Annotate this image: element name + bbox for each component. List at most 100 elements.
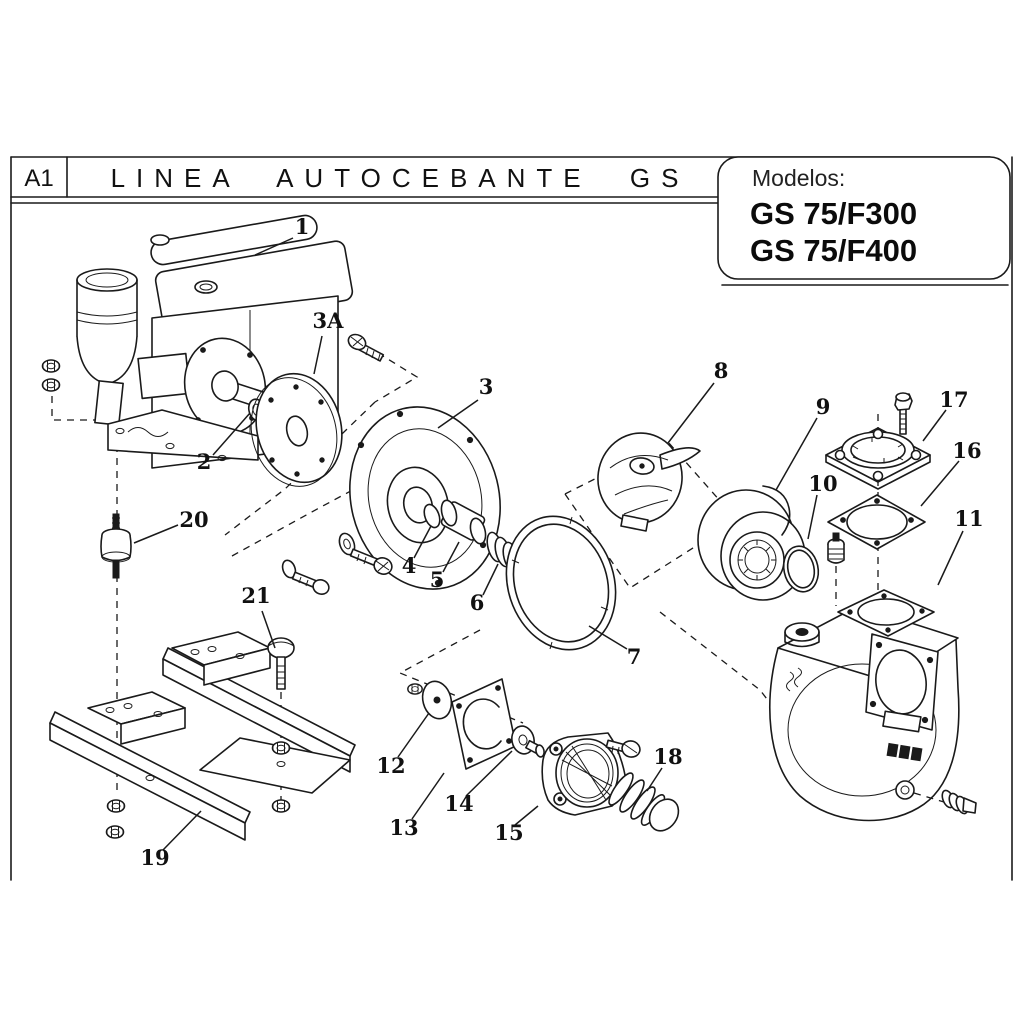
callout-17: 17 bbox=[922, 387, 969, 442]
callout-1: 1 bbox=[254, 214, 310, 256]
part-1-engine bbox=[76, 214, 354, 469]
part-4-oring bbox=[423, 503, 441, 529]
leader-line bbox=[646, 767, 663, 792]
part-number-label: 2 bbox=[197, 449, 212, 474]
sheet-frame bbox=[10, 156, 1013, 881]
callout-5: 5 bbox=[430, 541, 460, 592]
callout-14: 14 bbox=[444, 750, 513, 816]
leader-line bbox=[442, 541, 460, 573]
part-number-label: 12 bbox=[376, 753, 405, 778]
part-number-label: 8 bbox=[714, 358, 729, 383]
callout-16: 16 bbox=[920, 438, 982, 507]
part-number-label: 21 bbox=[241, 583, 270, 608]
callout-18: 18 bbox=[646, 744, 683, 792]
leader-line bbox=[775, 417, 818, 491]
callout-21: 21 bbox=[241, 583, 276, 649]
part-number-label: 10 bbox=[808, 471, 837, 496]
part-number-label: 6 bbox=[470, 590, 485, 615]
part-3-bracket-flange bbox=[349, 406, 501, 590]
part-number-label: 15 bbox=[494, 820, 523, 845]
part-17-port-flange bbox=[825, 427, 931, 490]
callout-13: 13 bbox=[389, 772, 445, 840]
leader-line bbox=[437, 399, 479, 429]
drain-plug bbox=[913, 789, 977, 815]
callout-12: 12 bbox=[376, 712, 430, 778]
leader-line bbox=[937, 530, 964, 586]
part-9-volute bbox=[697, 485, 806, 601]
leader-line bbox=[162, 810, 202, 851]
models-label: Modelos: bbox=[752, 165, 845, 191]
part-15-suction-flange bbox=[541, 732, 626, 816]
part-number-label: 18 bbox=[653, 744, 682, 769]
part-number-label: 20 bbox=[179, 507, 208, 532]
part-8-impeller bbox=[597, 432, 701, 532]
flange-bolt-17 bbox=[894, 392, 913, 435]
part-20-vibration-mount bbox=[100, 513, 132, 579]
leader-line bbox=[411, 772, 445, 820]
callout-19: 19 bbox=[140, 810, 202, 870]
model-name-1: GS 75/F300 bbox=[750, 196, 917, 231]
leader-line bbox=[514, 805, 539, 826]
leader-line bbox=[313, 335, 323, 375]
leader-line bbox=[922, 409, 947, 442]
part-number-label: 5 bbox=[430, 567, 445, 592]
part-11-pump-body bbox=[769, 589, 960, 822]
part-number-label: 11 bbox=[954, 506, 983, 531]
leader-line bbox=[588, 625, 628, 650]
part-number-label: 1 bbox=[295, 214, 310, 239]
flange-bolts-lower bbox=[281, 532, 393, 595]
callout-9: 9 bbox=[775, 394, 831, 491]
part-5-shaft-sleeve bbox=[440, 499, 487, 545]
priming-plug bbox=[827, 532, 845, 564]
sheet-code: A1 bbox=[24, 165, 53, 192]
part-14-valve-washer bbox=[511, 725, 545, 758]
part-number-label: 13 bbox=[389, 815, 418, 840]
callout-20: 20 bbox=[133, 507, 209, 544]
callout-7: 7 bbox=[588, 625, 642, 669]
leader-line bbox=[133, 524, 179, 544]
part-number-label: 3A bbox=[313, 308, 345, 333]
models-box: Modelos: GS 75/F300 GS 75/F400 bbox=[717, 156, 1011, 286]
model-name-2: GS 75/F400 bbox=[750, 233, 917, 268]
flange-bolt-15 bbox=[605, 739, 641, 758]
part-number-label: 4 bbox=[402, 553, 417, 578]
engine-mount-nuts bbox=[41, 359, 61, 392]
leader-line bbox=[261, 610, 276, 649]
leader-line bbox=[920, 460, 960, 507]
callout-3: 3 bbox=[437, 374, 494, 429]
leader-line bbox=[413, 525, 432, 559]
callout-6: 6 bbox=[470, 563, 499, 615]
part-number-label: 16 bbox=[952, 438, 981, 463]
part-number-label: 17 bbox=[939, 387, 968, 412]
part-19-base-frame bbox=[49, 631, 356, 841]
callout-10: 10 bbox=[807, 471, 838, 540]
leader-line bbox=[254, 237, 294, 256]
part-number-label: 3 bbox=[479, 374, 494, 399]
callout-8: 8 bbox=[667, 358, 729, 444]
part-10-oring bbox=[782, 545, 820, 593]
leader-line bbox=[807, 494, 818, 540]
leader-line bbox=[465, 750, 513, 797]
part-16-port-gasket bbox=[827, 494, 926, 550]
part-number-label: 7 bbox=[627, 644, 642, 669]
part-18-hose-coupling bbox=[608, 772, 680, 832]
leader-line bbox=[212, 412, 251, 456]
leader-line bbox=[482, 563, 499, 596]
callout-15: 15 bbox=[494, 805, 539, 845]
callout-2: 2 bbox=[197, 412, 251, 474]
callout-3A: 3A bbox=[313, 308, 345, 375]
part-number-label: 19 bbox=[140, 845, 169, 870]
flange-bolt-upper bbox=[347, 333, 385, 362]
sheet-title: LINEA AUTOCEBANTE GS bbox=[111, 163, 690, 193]
callout-4: 4 bbox=[402, 525, 432, 578]
part-3a-adapter-plate bbox=[250, 372, 343, 487]
callout-11: 11 bbox=[937, 506, 984, 586]
part-7-casing-gasket bbox=[505, 515, 617, 651]
part-number-label: 14 bbox=[444, 791, 473, 816]
part-21-bolt bbox=[267, 637, 295, 690]
part-number-label: 9 bbox=[816, 394, 831, 419]
part-12-valve-disc bbox=[407, 680, 453, 720]
